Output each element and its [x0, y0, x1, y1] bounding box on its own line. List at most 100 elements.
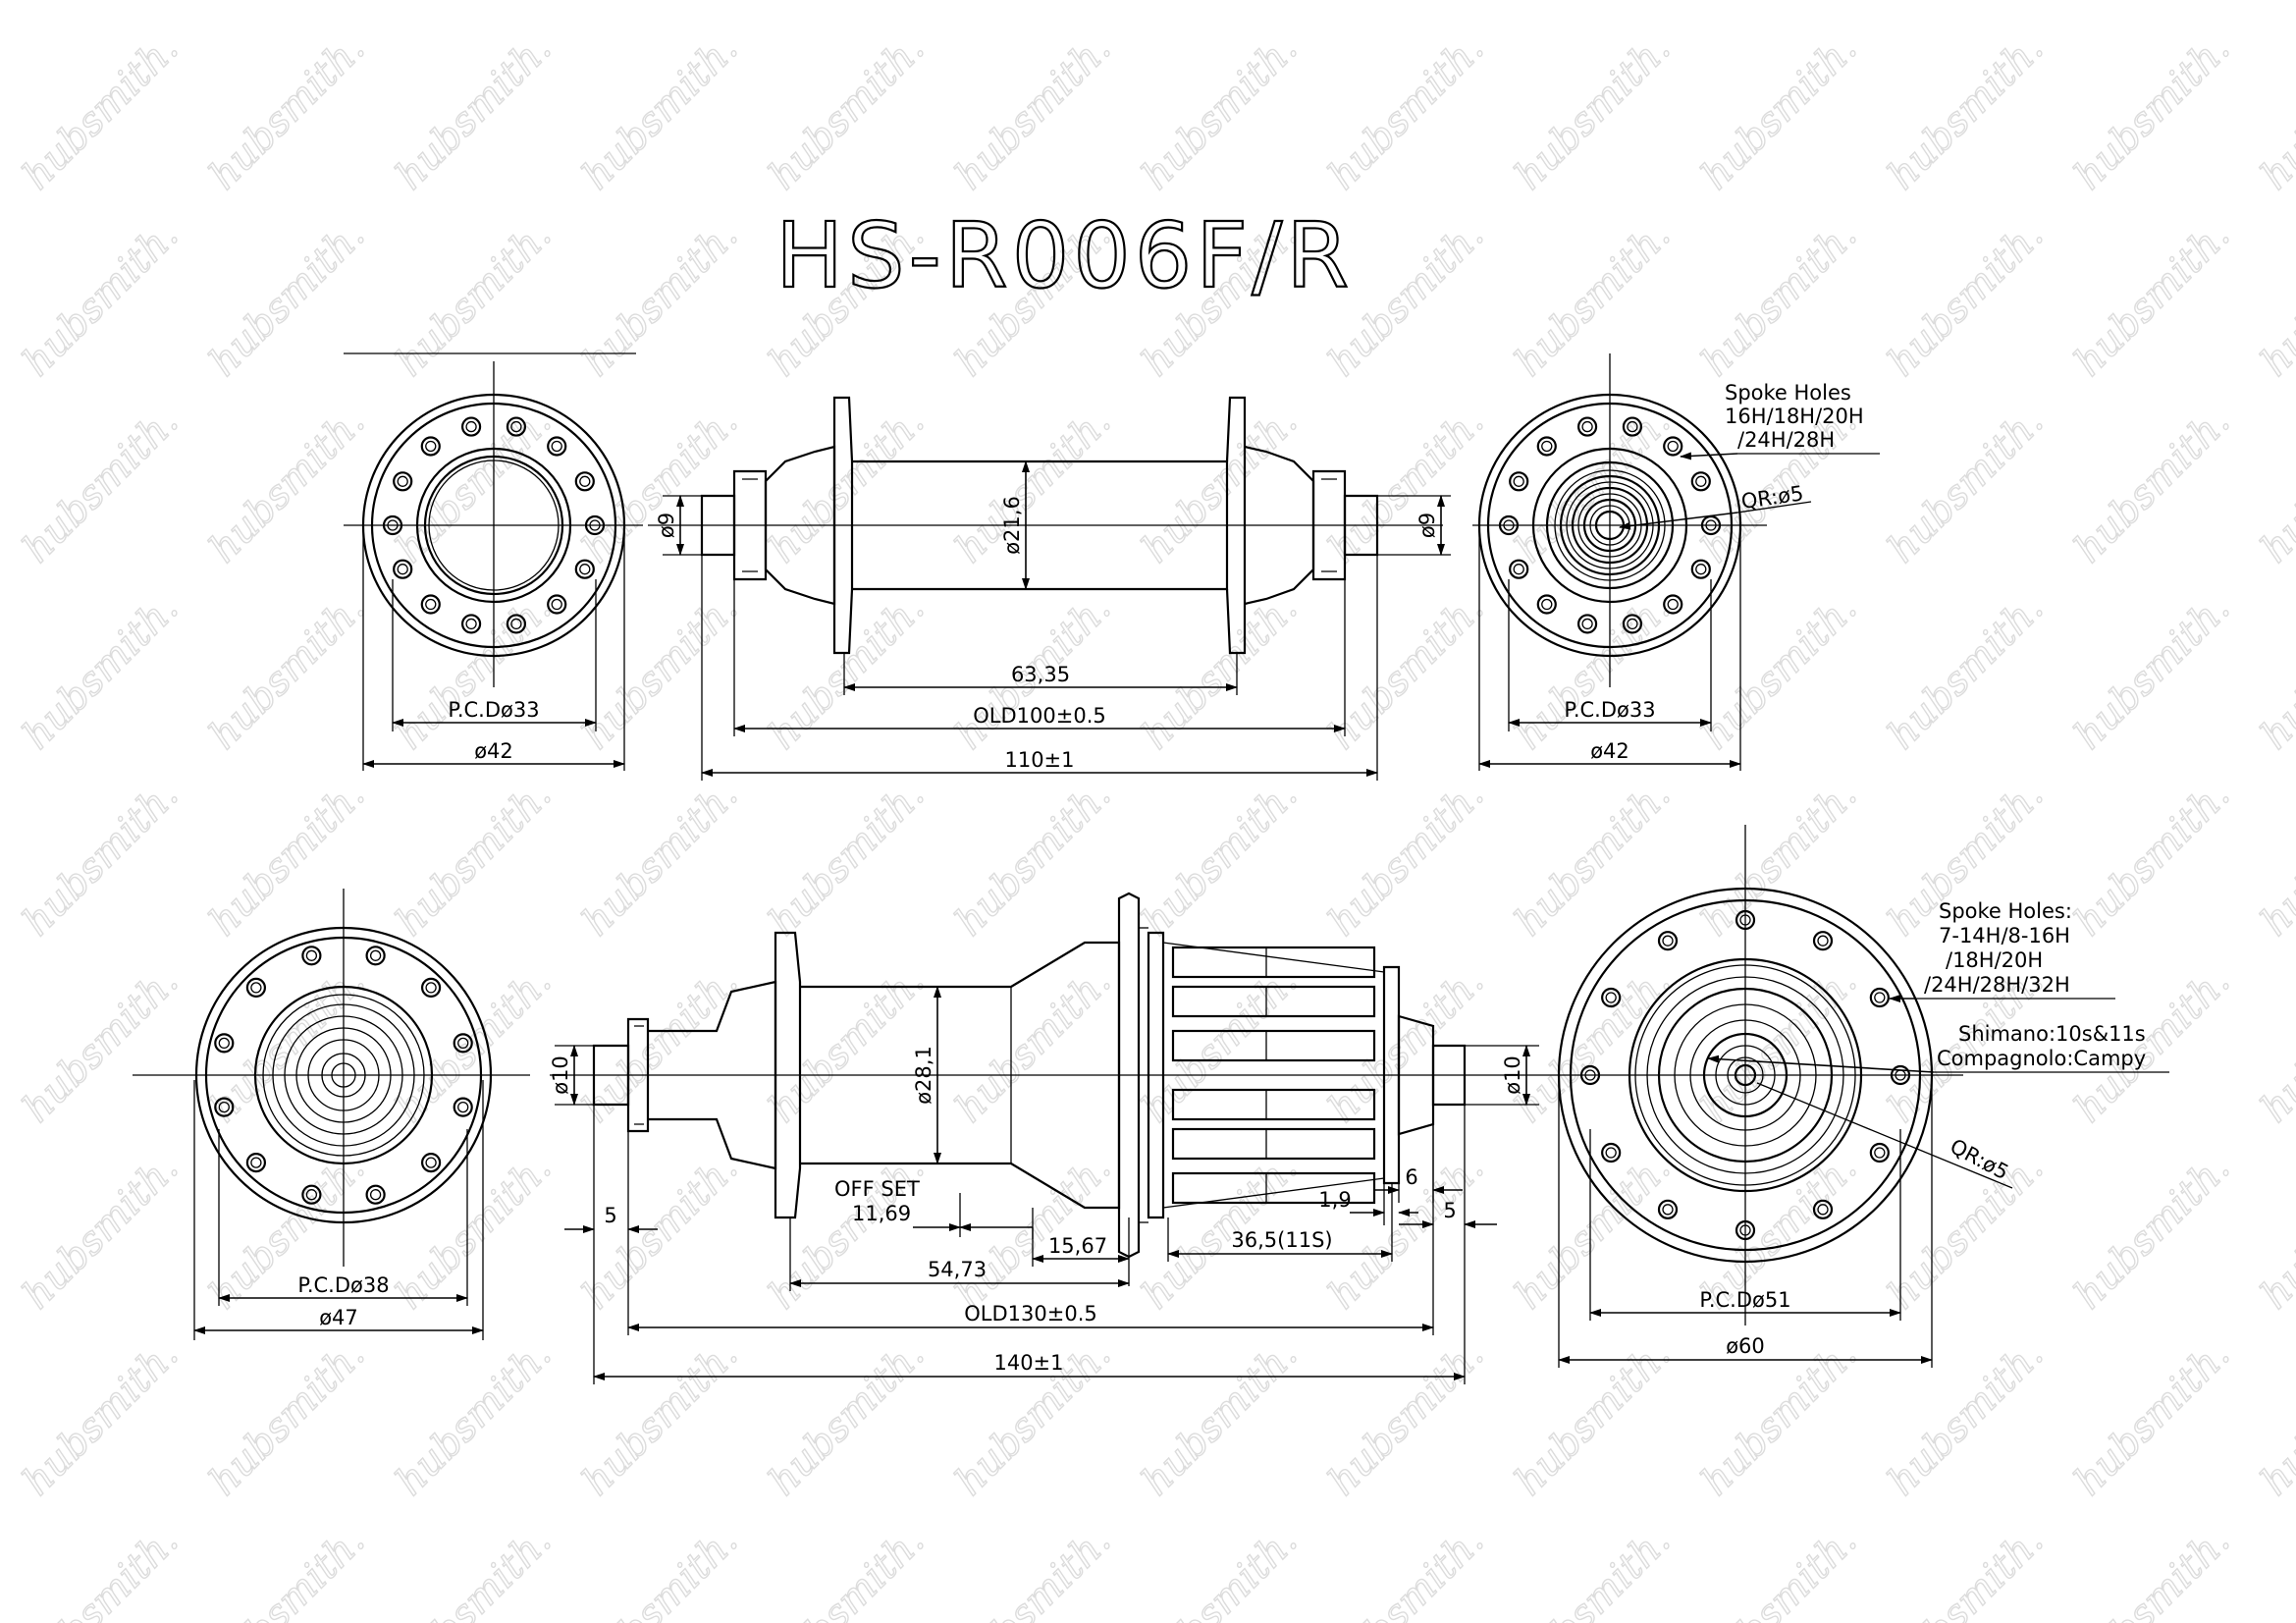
watermark-text: hubsmith. [761, 1518, 934, 1623]
front-left-outer-label: ø42 [474, 739, 513, 763]
watermark-text: hubsmith. [1507, 1331, 1680, 1504]
front-left-end-view: P.C.Dø33 ø42 [344, 352, 643, 771]
spoke-hole-icon [1690, 471, 1711, 492]
front-body-dia: ø21,6 [1000, 496, 1024, 555]
watermark-text: hubsmith. [2066, 585, 2239, 758]
spoke-hole-icon [1601, 1142, 1622, 1163]
watermark-text: hubsmith. [1320, 772, 1493, 945]
spoke-hole-icon [453, 1097, 473, 1117]
rear-old: OLD130±0.5 [964, 1302, 1096, 1325]
watermark-text: hubsmith. [2253, 585, 2296, 758]
drawing-title: HS-R006F/R [775, 203, 1353, 308]
watermark-text: hubsmith. [574, 1331, 747, 1504]
front-side-view: ø9 ø9 ø21,6 63,35 OLD100±0.5 110±1 [648, 396, 1451, 781]
spoke-hole-icon [301, 946, 322, 966]
rear-body-dia: ø28,1 [912, 1046, 935, 1105]
watermark-text: hubsmith. [1134, 958, 1307, 1131]
rear-spoke-holes-title: Spoke Holes: [1939, 899, 2072, 923]
watermark-text: hubsmith. [1880, 585, 2053, 758]
spoke-hole-icon [420, 436, 441, 457]
rear-right-axle-dia: ø10 [1501, 1055, 1524, 1095]
spoke-hole-icon [460, 416, 482, 437]
spoke-hole-icon [245, 1152, 267, 1173]
spoke-hole-icon [1657, 931, 1679, 951]
front-left-pcd-label: P.C.Dø33 [448, 698, 539, 722]
front-right-spoke-holes [1498, 416, 1722, 634]
front-left-axle-dia: ø9 [655, 513, 678, 538]
rear-dim-15-67: 15,67 [1048, 1234, 1107, 1258]
watermark-text: hubsmith. [201, 1518, 374, 1623]
watermark-text: hubsmith. [2253, 772, 2296, 945]
watermark-text: hubsmith. [15, 958, 187, 1131]
spoke-hole-icon [547, 594, 567, 615]
watermark-text: hubsmith. [1880, 399, 2053, 571]
watermark-text: hubsmith. [761, 772, 934, 945]
watermark-text: hubsmith. [2253, 958, 2296, 1131]
spoke-hole-icon [1869, 987, 1890, 1008]
watermark-text: hubsmith. [1507, 1518, 1680, 1623]
spoke-hole-icon [460, 614, 482, 634]
watermark-text: hubsmith. [201, 585, 374, 758]
spoke-hole-icon [301, 1184, 322, 1205]
front-spoke-holes-title: Spoke Holes [1725, 381, 1851, 405]
spoke-hole-icon [584, 514, 606, 536]
spoke-hole-icon [1536, 594, 1557, 615]
watermark-text: hubsmith. [388, 26, 561, 198]
spoke-hole-icon [1576, 614, 1598, 634]
watermark-text: hubsmith. [1134, 585, 1307, 758]
watermark-text: hubsmith. [201, 399, 374, 571]
watermark-text: hubsmith. [1880, 1331, 2053, 1504]
watermark-text: hubsmith. [2253, 26, 2296, 198]
rear-left-axle-dia: ø10 [549, 1055, 572, 1095]
front-spoke-holes-line2: /24H/28H [1737, 428, 1835, 452]
rear-dim-5-right: 5 [1443, 1199, 1456, 1222]
spoke-hole-icon [420, 1152, 442, 1173]
watermark-text: hubsmith. [15, 1518, 187, 1623]
watermark-text: hubsmith. [15, 1331, 187, 1504]
rear-dim-5-left: 5 [604, 1204, 616, 1227]
watermark-text: hubsmith. [388, 1518, 561, 1623]
watermark-text: hubsmith. [574, 212, 747, 385]
spoke-hole-icon [420, 977, 442, 999]
watermark-text: hubsmith. [1880, 212, 2053, 385]
watermark-text: hubsmith. [2066, 399, 2239, 571]
watermark-text: hubsmith. [1320, 958, 1493, 1131]
watermark-text: hubsmith. [2066, 772, 2239, 945]
watermark-text: hubsmith. [1880, 1518, 2053, 1623]
front-flange-spacing: 63,35 [1011, 663, 1070, 686]
spoke-hole-icon [1622, 416, 1643, 437]
watermark-text: hubsmith. [574, 585, 747, 758]
spoke-hole-icon [1869, 1142, 1890, 1163]
spoke-hole-icon [1509, 559, 1529, 579]
watermark-text: hubsmith. [15, 26, 187, 198]
rear-compat-line2: Compagnolo:Campy [1937, 1047, 2146, 1070]
rear-compat-line1: Shimano:10s&11s [1958, 1022, 2146, 1046]
watermark-text: hubsmith. [1693, 585, 1866, 758]
rear-left-outer-label: ø47 [319, 1306, 358, 1329]
rear-offset-label: OFF SET [834, 1177, 920, 1201]
watermark-text: hubsmith. [1320, 1518, 1493, 1623]
rear-spoke-holes-line2: /18H/20H [1946, 948, 2043, 972]
spoke-hole-icon [1579, 1064, 1601, 1086]
freehub-splines [1162, 942, 1385, 1209]
spoke-hole-icon [214, 1033, 235, 1054]
front-right-axle-dia: ø9 [1415, 513, 1439, 538]
watermark-text: hubsmith. [761, 585, 934, 758]
spoke-hole-icon [574, 471, 595, 492]
watermark-text: hubsmith. [574, 26, 747, 198]
watermark-text: hubsmith. [388, 958, 561, 1131]
watermark-text: hubsmith. [388, 772, 561, 945]
rear-overall: 140±1 [993, 1351, 1063, 1375]
watermark-text: hubsmith. [1693, 1331, 1866, 1504]
rear-right-pcd-label: P.C.Dø51 [1699, 1288, 1790, 1312]
rear-spoke-holes-line3: /24H/28H/32H [1924, 973, 2070, 997]
front-right-outer-label: ø42 [1590, 739, 1629, 763]
spoke-hole-icon [393, 559, 413, 579]
watermark-text: hubsmith. [2253, 1145, 2296, 1318]
watermark-text: hubsmith. [1134, 1331, 1307, 1504]
watermark-text: hubsmith. [574, 1145, 747, 1318]
front-old: OLD100±0.5 [973, 704, 1105, 728]
rear-left-end-view: P.C.Dø38 ø47 [133, 889, 530, 1340]
spoke-hole-icon [1601, 987, 1622, 1008]
